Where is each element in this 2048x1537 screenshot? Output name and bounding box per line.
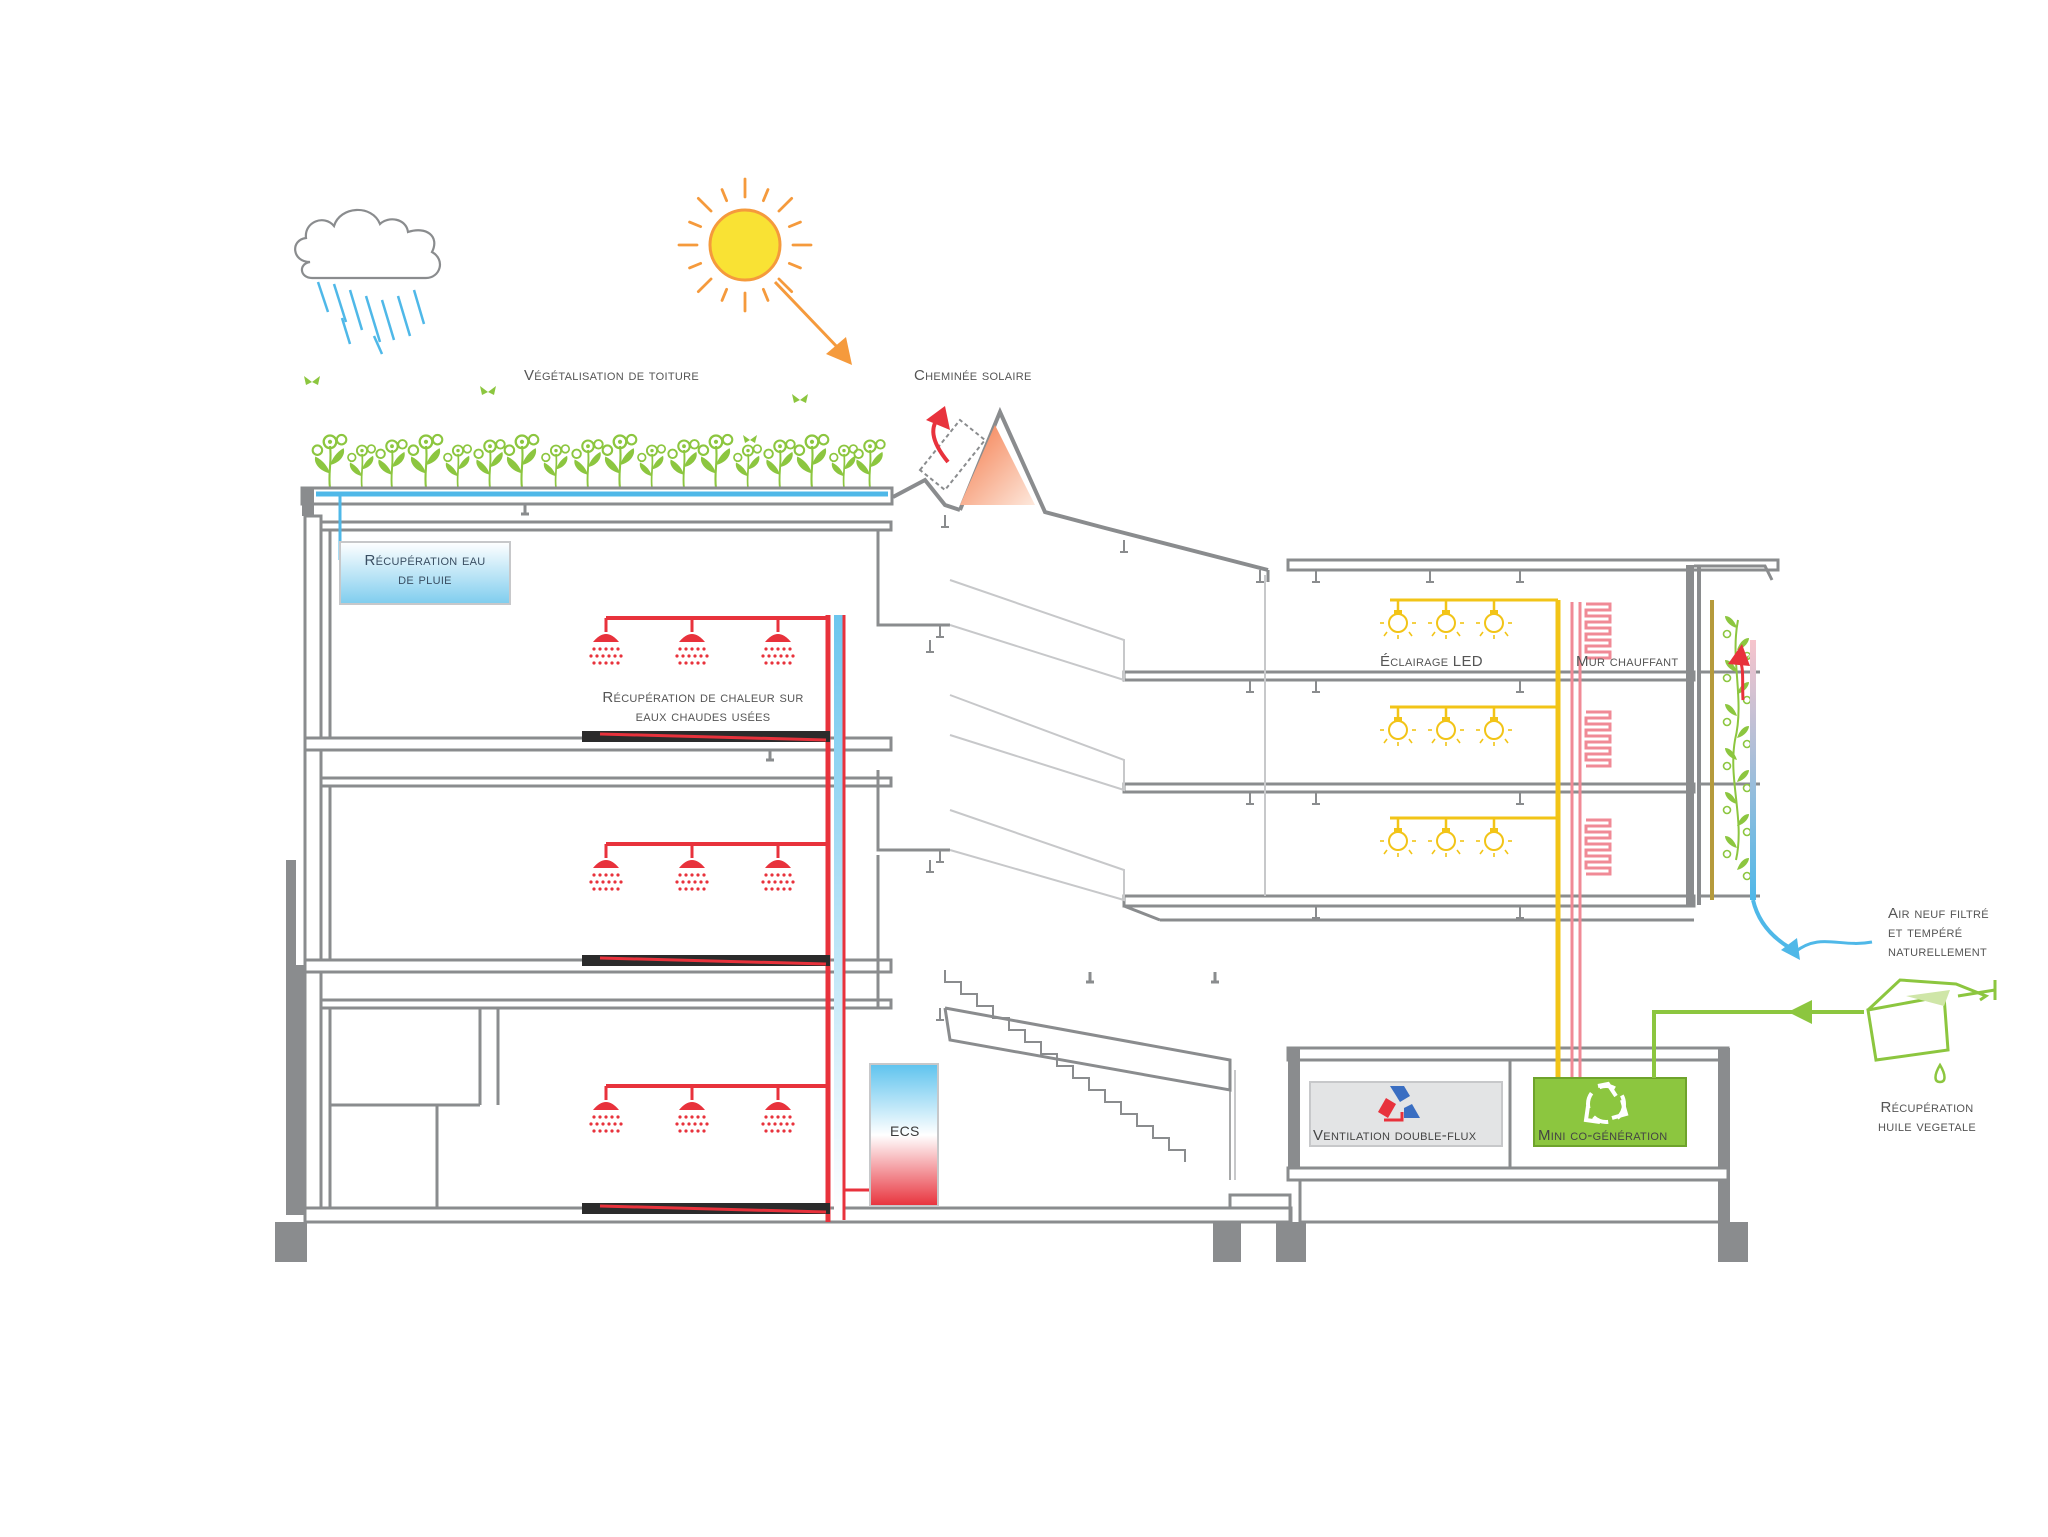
sun-ray <box>696 196 713 213</box>
shower-heads <box>587 616 797 1135</box>
vegetable-oil-line <box>1652 1000 1864 1078</box>
heating-wall-system <box>1570 602 1612 1085</box>
cogeneration-label: Mini co-génération <box>1538 1127 1668 1144</box>
rain-cloud-icon <box>294 208 442 355</box>
led-lighting-label: Éclairage LED <box>1380 653 1483 670</box>
fresh-air-label-line1: Air neuf filtré <box>1888 905 1989 922</box>
light-bulb-icon <box>1378 816 1418 859</box>
shower-head-icon <box>587 1086 625 1135</box>
plant-icon <box>311 433 348 490</box>
ecs-label: ECS <box>890 1123 920 1139</box>
butterfly-icons <box>304 376 1749 663</box>
plant-icon <box>601 433 638 490</box>
sun-ray <box>688 261 703 270</box>
plant-icon <box>375 438 408 490</box>
recycle-icon <box>1583 1081 1629 1124</box>
light-bulb-icon <box>1474 816 1514 859</box>
heat-recovery-label-line1: Récupération de chaleur sur <box>602 689 804 706</box>
shower-head-icon <box>587 844 625 893</box>
building-structure <box>275 406 1780 1262</box>
sun-ray <box>696 277 713 294</box>
plant-icon <box>853 438 886 490</box>
plant-icon <box>793 433 830 490</box>
ventilation-label: Ventilation double-flux <box>1313 1127 1477 1144</box>
light-bulb-icon <box>1474 598 1514 641</box>
fryer-basket-icon <box>1866 978 1997 1084</box>
sun-ray <box>787 261 802 270</box>
plant-icon <box>637 444 667 489</box>
heat-recovery-label-line2: eaux chaudes usées <box>635 708 771 725</box>
sun-ray <box>777 277 794 294</box>
oil-recovery-label-line2: huile vegetale <box>1877 1118 1977 1135</box>
plant-icon <box>503 433 540 490</box>
plant-icon <box>443 444 473 489</box>
sun-ray <box>720 188 729 203</box>
fresh-air-label: Air neuf filtré et tempéré naturellement <box>1888 904 1989 961</box>
shower-head-icon <box>759 1086 797 1135</box>
shower-head-icon <box>759 844 797 893</box>
rainwater-system <box>316 491 888 605</box>
oil-recovery-label: Récupération huile vegetale <box>1852 1098 2002 1136</box>
sun-icon <box>677 177 813 313</box>
plant-icon <box>697 433 734 490</box>
sun-ray <box>688 220 703 229</box>
shower-head-icon <box>587 618 625 667</box>
led-supply-lines <box>1390 598 1561 1085</box>
light-bulb-icon <box>1378 705 1418 748</box>
sun-ray <box>761 287 770 302</box>
plant-icon <box>473 438 506 490</box>
fresh-air-label-line3: naturellement <box>1888 943 1988 960</box>
solar-chimney <box>918 406 1035 505</box>
oil-recovery-label-line1: Récupération <box>1880 1099 1974 1116</box>
heating-wall-label: Mur chauffant <box>1576 653 1679 670</box>
plant-icon <box>541 444 571 489</box>
hot-water-riser <box>582 615 870 1222</box>
light-bulb-icon <box>1426 598 1466 641</box>
recycle-icon <box>1378 1086 1420 1122</box>
sun-ray <box>720 287 729 302</box>
plant-icon <box>733 444 763 489</box>
sun-ray-arrow <box>773 280 852 365</box>
sun-ray <box>777 196 794 213</box>
plant-icon <box>667 438 700 490</box>
rainwater-label-line2: de pluie <box>398 571 452 588</box>
rainwater-label: Récupération eau de pluie <box>342 551 508 589</box>
shower-head-icon <box>673 1086 711 1135</box>
plant-icon <box>829 444 859 489</box>
heat-recovery-label: Récupération de chaleur sur eaux chaudes… <box>578 688 828 726</box>
fresh-air-label-line2: et tempéré <box>1888 924 1963 941</box>
light-bulb-icon <box>1378 598 1418 641</box>
plant-icon <box>407 433 444 490</box>
light-bulb-icon <box>1474 705 1514 748</box>
plant-icon <box>347 444 377 489</box>
green-facade <box>1710 600 1752 900</box>
rainwater-tank <box>339 541 511 605</box>
green-roof-label: Végétalisation de toiture <box>524 367 699 384</box>
plant-icon <box>763 438 796 490</box>
sun-ray <box>787 220 802 229</box>
green-roof-plants <box>311 433 886 490</box>
light-bulb-icon <box>1426 705 1466 748</box>
rainwater-label-line1: Récupération eau <box>364 552 486 569</box>
plant-icon <box>571 438 604 490</box>
sun-ray <box>761 188 770 203</box>
solar-chimney-label: Cheminée solaire <box>914 367 1032 384</box>
shower-head-icon <box>673 618 711 667</box>
shower-head-icon <box>759 618 797 667</box>
shower-head-icon <box>673 844 711 893</box>
ecs-tank <box>869 1063 939 1207</box>
light-bulb-icon <box>1426 816 1466 859</box>
ceiling-fixtures <box>521 504 1524 1021</box>
fresh-air-flow <box>1728 640 1873 960</box>
